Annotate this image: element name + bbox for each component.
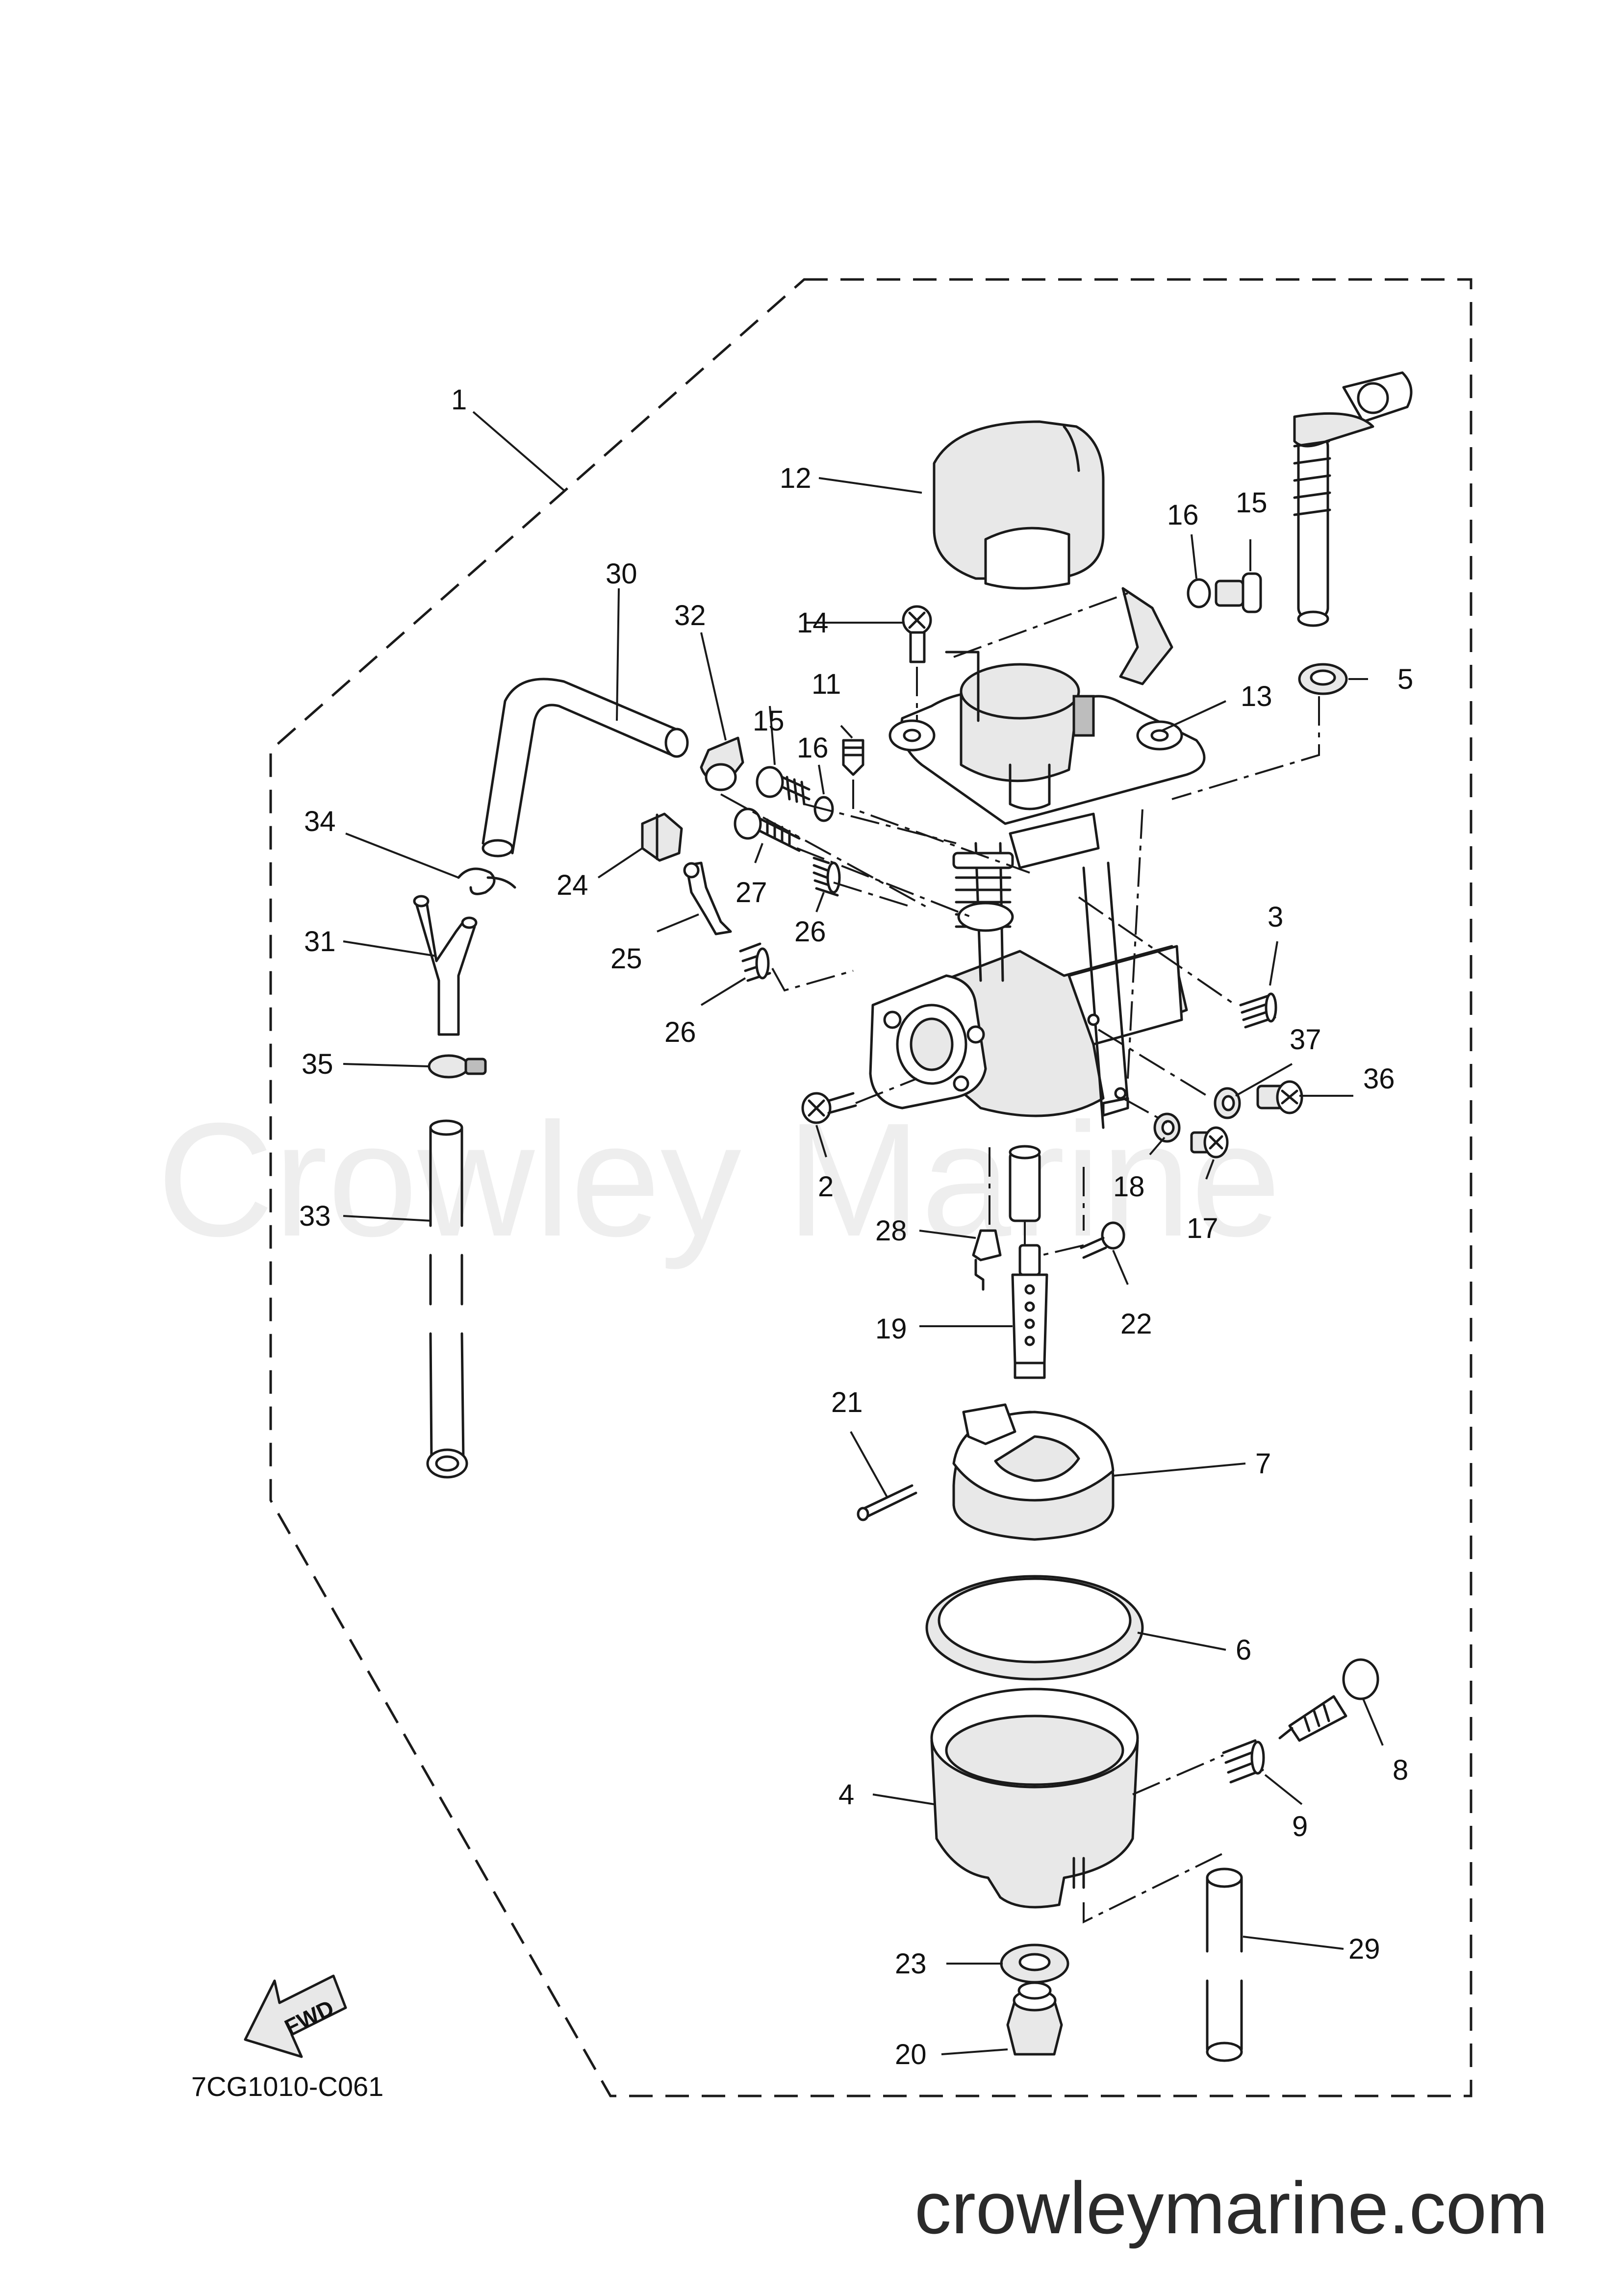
callout-37: 37 <box>1290 1024 1321 1056</box>
callout-36: 36 <box>1363 1063 1395 1095</box>
callout-12: 12 <box>780 462 812 494</box>
callout-22: 22 <box>1120 1308 1152 1340</box>
assembly-boundary <box>269 278 1472 2097</box>
callout-4: 4 <box>838 1779 854 1811</box>
part-32-hose-clip <box>700 736 744 791</box>
callout-29: 29 <box>1348 1933 1380 1965</box>
callout-2: 2 <box>818 1171 834 1203</box>
callout-34: 34 <box>304 806 336 837</box>
part-22-screw <box>1080 1221 1125 1259</box>
callout-11: 11 <box>812 668 841 700</box>
part-5-washer <box>1298 663 1348 695</box>
callout-16a: 16 <box>1167 499 1199 531</box>
callout-16b: 16 <box>797 732 829 764</box>
callout-14: 14 <box>797 607 829 639</box>
choke-bracket <box>1119 587 1173 685</box>
callout-19: 19 <box>875 1313 907 1345</box>
part-4-float-bowl <box>930 1688 1139 1909</box>
part-36-screw <box>1256 1080 1303 1114</box>
part-13-top-plate <box>888 651 1206 825</box>
callout-33: 33 <box>299 1200 331 1232</box>
part-2-screw <box>801 1092 857 1124</box>
part-31-y-joint <box>413 895 478 1036</box>
callout-27: 27 <box>736 877 767 908</box>
callout-3: 3 <box>1268 901 1283 933</box>
callout-9: 9 <box>1292 1811 1308 1842</box>
callout-31: 31 <box>304 926 336 958</box>
choke-lever-shaft <box>1293 371 1413 627</box>
part-6-gasket <box>925 1575 1144 1681</box>
part-30-fuel-hose <box>482 678 689 858</box>
callout-25: 25 <box>610 943 642 975</box>
part-15-screw-left <box>756 766 811 806</box>
part-17-screw <box>1190 1126 1229 1159</box>
part-11-needle <box>842 739 864 776</box>
part-19-main-nozzle <box>1011 1244 1048 1379</box>
callout-26a: 26 <box>794 916 826 948</box>
part-26-spring-upper <box>812 857 841 897</box>
callout-1: 1 <box>451 384 467 416</box>
part-16-washer-top <box>1187 578 1211 608</box>
callout-13: 13 <box>1241 681 1272 712</box>
part-3-spring <box>1239 992 1277 1029</box>
part-14-screw <box>902 605 932 663</box>
callout-26b: 26 <box>664 1016 696 1048</box>
part-15-screw-top <box>1215 572 1262 613</box>
callout-6: 6 <box>1236 1634 1251 1666</box>
part-35-hose-clamp <box>428 1054 487 1079</box>
part-27-pilot-screw <box>734 807 801 852</box>
callout-8: 8 <box>1393 1754 1408 1786</box>
callout-numbers: 1 2 3 4 5 6 7 8 9 11 12 13 14 15 15 16 1… <box>299 384 1413 2070</box>
callout-24: 24 <box>557 869 588 901</box>
callout-28: 28 <box>875 1215 907 1247</box>
callout-30: 30 <box>606 558 637 590</box>
part-20-drain-bolt <box>1006 1981 1063 2056</box>
part-37-washer <box>1214 1087 1241 1119</box>
callout-35: 35 <box>302 1048 333 1080</box>
part-18-washer <box>1153 1112 1181 1143</box>
part-8-drain-screw <box>1278 1658 1379 1742</box>
part-26-spring-lower <box>739 942 771 982</box>
callout-23: 23 <box>895 1948 927 1980</box>
leader-lines <box>343 411 1384 2055</box>
callout-15a: 15 <box>1236 487 1268 519</box>
part-29-overflow-tube <box>1206 1867 1243 2062</box>
part-9-spring <box>1222 1739 1265 1784</box>
part-28-jet <box>972 1229 1002 1291</box>
carburetor-main-body <box>869 812 1188 1222</box>
fwd-arrow-icon: FWD <box>244 1974 347 2058</box>
part-7-float <box>952 1403 1115 1541</box>
part-23-gasket <box>1000 1943 1069 1984</box>
part-12-float-chamber-cover <box>933 420 1105 590</box>
reference-lines <box>720 592 1320 1924</box>
callout-17: 17 <box>1187 1212 1218 1244</box>
part-24-plug <box>641 812 683 862</box>
website-url: crowleymarine.com <box>914 2167 1548 2249</box>
callout-7: 7 <box>1255 1448 1271 1480</box>
part-21-pin <box>857 1484 917 1521</box>
callout-21: 21 <box>831 1387 863 1418</box>
part-25-needle-valve <box>683 861 732 935</box>
callout-32: 32 <box>674 600 706 631</box>
part-34-spring-clip <box>457 867 516 895</box>
diagram-part-code: 7CG1010-C061 <box>191 2071 383 2102</box>
callout-5: 5 <box>1397 663 1413 695</box>
watermark-text: Crowley Marine <box>157 1089 1281 1271</box>
callout-20: 20 <box>895 2039 927 2070</box>
part-33-fuel-hose <box>426 1119 468 1479</box>
callout-18: 18 <box>1113 1171 1145 1203</box>
callout-15b: 15 <box>753 705 785 737</box>
